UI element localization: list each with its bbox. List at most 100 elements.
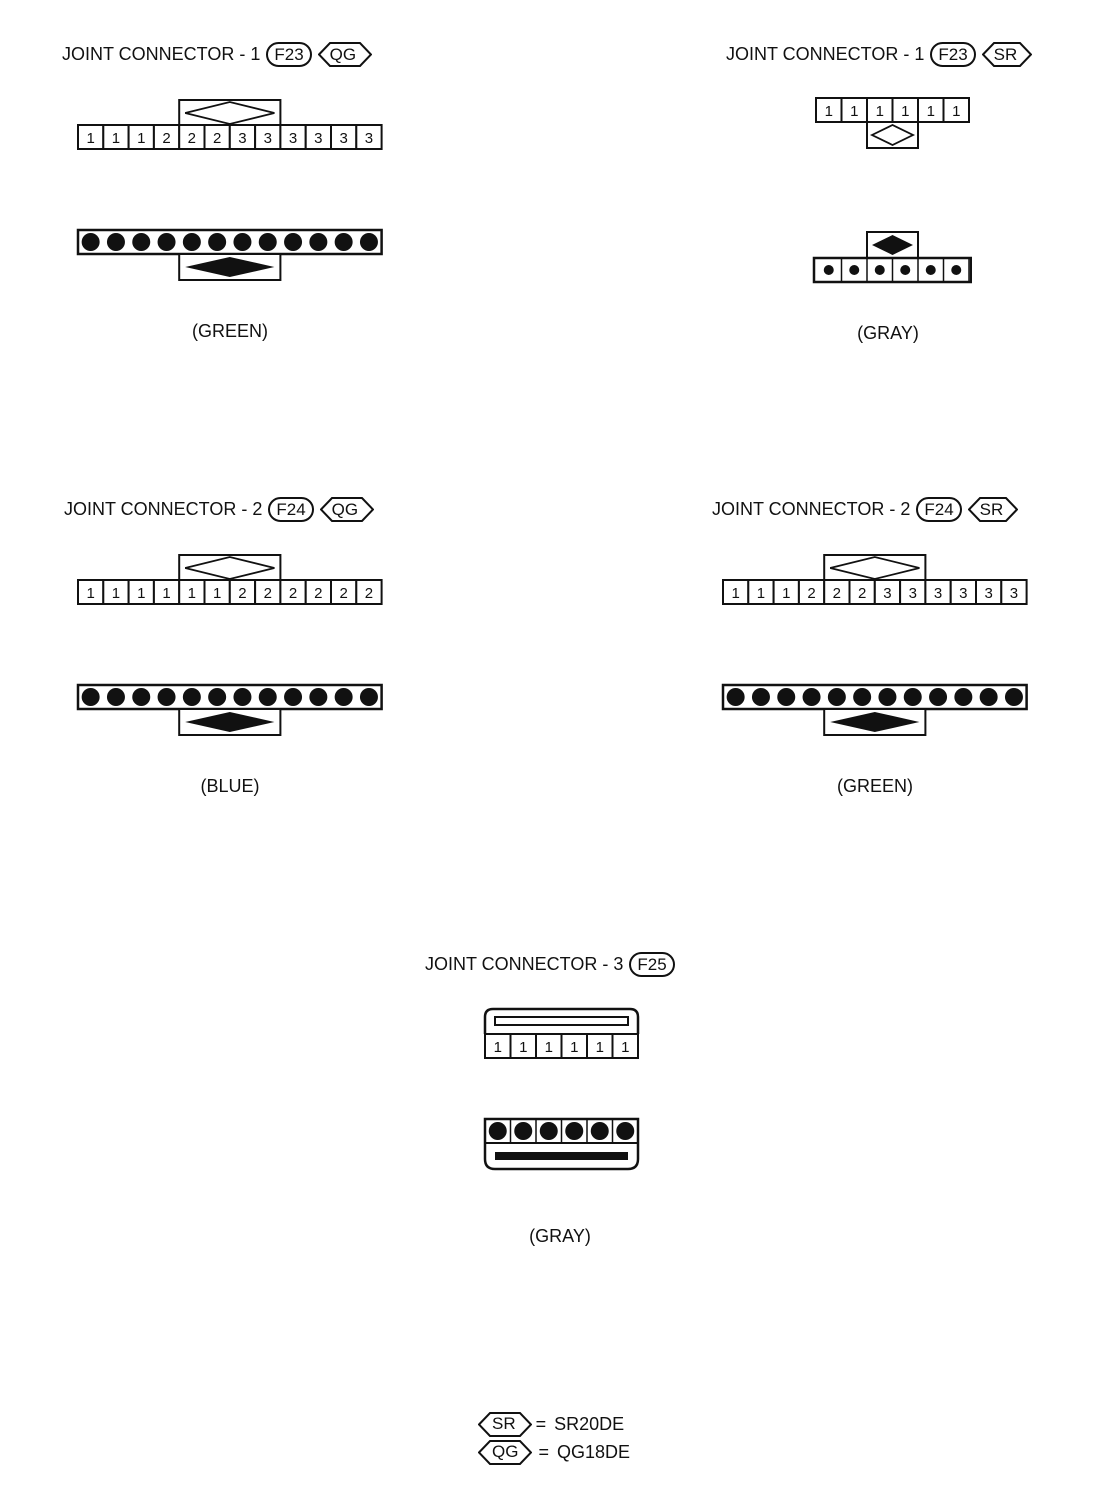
pin-number: 1 [213, 585, 221, 602]
terminal-dot [81, 233, 100, 251]
terminal-dot [951, 265, 962, 275]
connector-title-text: JOINT CONNECTOR - 3 [425, 954, 624, 974]
pin-number: 1 [927, 103, 935, 120]
connector-housing-top [483, 1007, 640, 1034]
legend-equals: = [538, 1441, 549, 1462]
engine-badge-text: QG [492, 1442, 519, 1461]
terminal-dot [514, 1122, 533, 1140]
terminal-dot [954, 688, 973, 706]
terminal-dot [903, 688, 922, 706]
pin-cell [127, 124, 155, 150]
connector-2-qg-title: JOINT CONNECTOR - 2 F24 QG [64, 497, 374, 522]
terminal-dot [488, 1122, 507, 1140]
pin-number: 3 [314, 130, 322, 147]
pin-number: 3 [1010, 585, 1018, 602]
pin-cell [772, 579, 800, 605]
terminal-dot [233, 233, 252, 251]
terminal-dot [309, 233, 328, 251]
lock-diamond [184, 101, 275, 125]
pin-number: 1 [757, 585, 765, 602]
legend-engine-name: QG18DE [556, 1441, 630, 1462]
pin-cell [1000, 579, 1028, 605]
pin-number: 1 [952, 103, 960, 120]
lock-slot [494, 1016, 629, 1026]
terminal-dot [132, 688, 151, 706]
terminal-dot [539, 1122, 558, 1140]
pin-number: 1 [731, 585, 739, 602]
pin-number: 1 [86, 585, 94, 602]
engine-badge: SR [981, 42, 1032, 67]
pin-number: 1 [596, 1039, 604, 1056]
engine-badge: SR [967, 497, 1018, 522]
connector-color-label: (GREEN) [192, 321, 268, 341]
legend-engine-name: SR20DE [554, 1413, 625, 1434]
pin-number: 1 [112, 130, 120, 147]
pin-number: 1 [494, 1039, 502, 1056]
pin-number: 1 [782, 585, 790, 602]
pin-number: 2 [365, 585, 373, 602]
pin-cell [304, 579, 332, 605]
pin-cell [797, 579, 826, 605]
terminal-dot [853, 688, 872, 706]
connector-3-title: JOINT CONNECTOR - 3 F25 [425, 952, 675, 977]
terminal-dot [359, 688, 378, 706]
pin-cell [840, 97, 868, 123]
pin-cell [279, 124, 307, 150]
connector-title-text: JOINT CONNECTOR - 1 [726, 44, 925, 64]
terminal-dot [616, 1122, 635, 1140]
connector-color-label: (BLUE) [200, 776, 260, 796]
pin-number: 1 [621, 1039, 629, 1056]
pin-cell [355, 124, 383, 150]
terminal-dot [900, 265, 911, 275]
legend-equals: = [535, 1413, 547, 1434]
pin-number: 3 [238, 130, 246, 147]
pin-number: 3 [984, 585, 992, 602]
pin-number: 3 [909, 585, 917, 602]
pin-number: 3 [365, 130, 373, 147]
engine-badge: SR [478, 1411, 532, 1437]
pin-cell [330, 124, 358, 150]
engine-badge: QG [478, 1439, 532, 1465]
terminal-dot [208, 233, 227, 251]
terminal-dot [284, 233, 303, 251]
lock-bar-filled [495, 1152, 628, 1160]
pin-number: 2 [858, 585, 866, 602]
pin-cell [203, 124, 231, 150]
terminal-dot [726, 688, 745, 706]
pin-number: 1 [188, 585, 196, 602]
pin-cell [560, 1033, 588, 1059]
pin-cell [279, 579, 307, 605]
pin-cell [611, 1033, 639, 1059]
engine-badge-text: SR [993, 44, 1018, 64]
terminal-dot [334, 688, 353, 706]
pin-number: 2 [264, 585, 272, 602]
engine-badge: QG [317, 42, 372, 67]
terminal-dot [182, 233, 201, 251]
connector-title-text: JOINT CONNECTOR - 2 [712, 499, 911, 519]
engine-badge-text: SR [979, 499, 1004, 519]
engine-badge-text: QG [329, 44, 357, 64]
pin-number: 2 [314, 585, 322, 602]
pin-number: 1 [850, 103, 858, 120]
terminal-dot [827, 688, 846, 706]
lock-diamond-filled [185, 257, 275, 277]
pin-cell [228, 124, 257, 150]
pin-number: 2 [213, 130, 221, 147]
lock-diamond [829, 556, 920, 580]
terminal-dot [106, 688, 125, 706]
terminal-dot [925, 265, 936, 275]
connector-color-label: (GRAY) [529, 1226, 591, 1246]
terminal-dot [284, 688, 303, 706]
terminal-dot [590, 1122, 609, 1140]
terminal-row [76, 228, 383, 256]
pin-cell [484, 1033, 512, 1059]
pin-number: 1 [137, 585, 145, 602]
pin-number: 2 [238, 585, 246, 602]
lock-diamond [869, 123, 916, 147]
terminal-dot [258, 233, 277, 251]
terminal-dot [81, 688, 100, 706]
lock-diamond-filled [830, 712, 920, 732]
